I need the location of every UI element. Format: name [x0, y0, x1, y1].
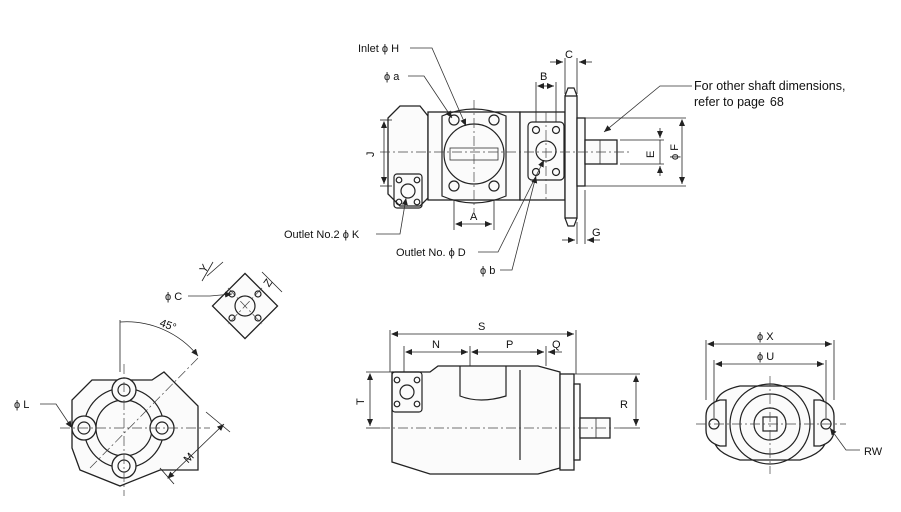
note-line-2: refer to page 68: [694, 95, 784, 109]
label-j: J: [365, 152, 377, 158]
front-flange-view: [696, 340, 860, 474]
label-phi-u: ϕ U: [757, 351, 774, 363]
note-line-1: For other shaft dimensions,: [694, 79, 845, 93]
side-view: [366, 330, 640, 475]
label-s: S: [478, 321, 485, 333]
label-rw: RW: [864, 446, 883, 458]
note-line-2-prefix: refer to page: [694, 95, 765, 109]
label-f: ϕ F: [669, 144, 681, 160]
label-c: C: [565, 49, 573, 61]
label-angle-45: 45°: [158, 317, 178, 334]
shaft-note: For other shaft dimensions, refer to pag…: [694, 79, 845, 109]
label-phi-a: ϕ a: [384, 71, 400, 83]
label-b: B: [540, 71, 547, 83]
label-phi-l: ϕ L: [14, 399, 29, 411]
label-inlet-h: Inlet ϕ H: [358, 43, 399, 55]
label-p: P: [506, 339, 513, 351]
label-phi-b: ϕ b: [480, 265, 495, 277]
label-n: N: [432, 339, 440, 351]
label-t: T: [355, 398, 367, 405]
top-view-dimensions: [376, 47, 692, 271]
label-outlet-no2: Outlet No.2 ϕ K: [284, 229, 360, 241]
label-a: A: [470, 211, 478, 223]
label-g: G: [592, 227, 601, 239]
label-outlet-d: Outlet No. ϕ D: [396, 247, 466, 259]
port-detail-view: [188, 261, 283, 340]
top-view: [380, 87, 630, 227]
rear-end-view: [40, 320, 231, 496]
label-q: Q: [552, 339, 561, 351]
dimension-labels: Inlet ϕ H ϕ a C B E ϕ F J A G Outlet No.…: [14, 43, 883, 466]
label-e: E: [645, 151, 657, 158]
label-phi-c: ϕ C: [165, 291, 182, 303]
label-r: R: [620, 399, 628, 411]
label-phi-x: ϕ X: [757, 331, 774, 343]
note-page-number: 68: [770, 95, 784, 109]
